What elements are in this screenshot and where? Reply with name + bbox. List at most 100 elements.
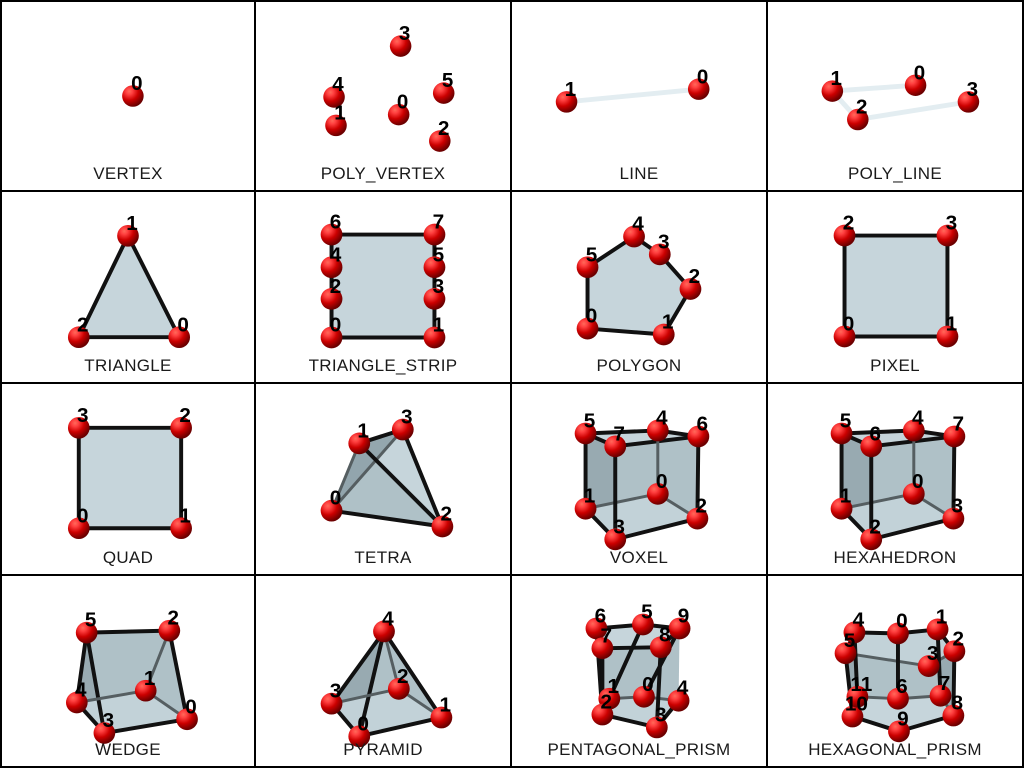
vertex-id-label: 6 [896,675,908,698]
edge [585,326,666,337]
vertex-sphere [843,621,866,644]
vertex-sphere [67,517,90,540]
vertex-sphere [134,679,157,702]
edge [102,717,190,735]
cell-type-caption: TETRA [354,548,412,567]
edge [951,434,957,521]
vertex-sphere [591,703,614,726]
vertex-sphere [633,685,655,708]
edge [357,715,444,739]
vertex-sphere [348,432,371,455]
vertex-id-label: 3 [946,212,958,235]
vertex-id-label: 1 [179,504,191,527]
vertex-sphere [834,642,857,665]
vertex-id-label: 5 [85,609,97,632]
vertex-id-label: 0 [397,91,408,114]
vertex-id-label: 0 [656,470,668,493]
vertex-sphere [860,435,883,458]
vertex-sphere [423,326,446,349]
vertex-id-label: 7 [613,422,625,445]
vertex-sphere [957,91,980,113]
vertex-id-label: 1 [565,78,576,101]
vertex-sphere [320,499,343,522]
vertex-id-label: 7 [601,624,613,647]
edge [695,434,701,521]
vertex-id-label: 1 [607,675,619,698]
vertex-id-label: 1 [357,419,369,442]
vertex-sphere [574,422,597,445]
vertex-sphere [943,425,966,448]
vertex-sphere [942,704,965,727]
vertex-id-label: 7 [953,413,965,436]
vertex-sphere [348,725,371,748]
vertex-sphere [943,640,966,663]
face [331,234,435,338]
vertex-sphere [320,287,343,310]
vertex-id-label: 9 [678,605,690,628]
edge [607,622,645,701]
vertex-id-label: 2 [168,607,180,630]
vertex-sphere [841,705,864,728]
vertex-id-label: 3 [399,22,410,45]
vertex-id-label: 5 [641,601,653,624]
vertex-id-label: 0 [330,314,342,337]
vertex-sphere [320,326,343,349]
vertex-sphere [576,317,599,340]
cell-type-caption: POLYGON [596,356,682,375]
vertex-sphere [432,82,455,104]
cell-type-caption: PIXEL [870,356,920,375]
edge [654,645,663,730]
vertex-sphere [679,278,702,300]
vertex-id-label: 2 [843,212,855,235]
vertex-sphere [67,416,90,439]
face [844,235,948,337]
vertex-sphere [667,689,690,712]
vertex-id-label: 2 [330,275,342,298]
vertex-sphere [926,618,949,641]
edge [844,651,931,668]
vertex-sphere [830,422,853,445]
vertex-sphere [574,497,597,520]
line-diagram: 01 [555,65,710,113]
vertex-id-label: 4 [332,73,344,96]
vertex-sphere [423,223,446,246]
vertex-sphere [93,722,116,744]
edge [330,441,361,513]
vertex-id-label: 0 [131,72,142,95]
vertex-sphere [917,655,940,677]
vertex-id-label: 4 [75,679,87,702]
edge [829,82,919,94]
vertex-id-label: 1 [584,485,596,508]
cell-type-caption: POLY_VERTEX [320,164,446,183]
vertex-id-label: 4 [632,213,644,236]
vertex-id-label: 2 [77,313,89,336]
vertex-id-label: 3 [433,275,445,298]
vertex-id-label: 2 [696,495,708,518]
vertex-sphere [604,528,627,551]
vertex-sphere [652,323,675,346]
vertex-sphere [648,243,671,266]
vertex-id-label: 3 [330,680,342,703]
vertex-id-label: 0 [697,65,708,88]
vertex-id-label: 0 [177,313,189,336]
vertex-sphere [320,256,343,279]
vertex-sphere [320,223,343,246]
vertex-sphere [846,685,869,708]
vertex-sphere [833,325,856,348]
vertex-id-label: 2 [179,404,191,427]
vertex-id-label: 7 [433,211,445,234]
edge [76,233,130,340]
